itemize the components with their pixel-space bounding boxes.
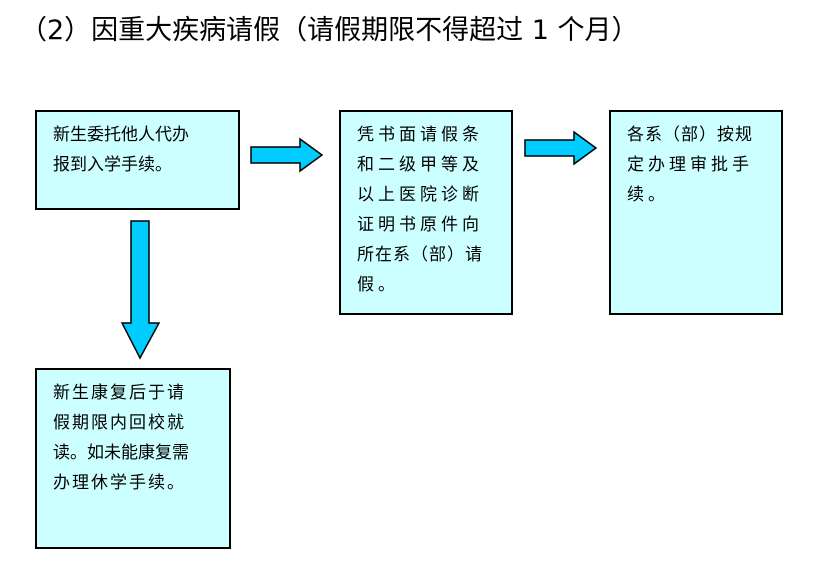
step-box-entrust: 新生委托他人代办 报到入学手续。 xyxy=(35,110,240,210)
box-text-line: 读。如未能康复需 xyxy=(53,443,189,463)
box-text-line: 新生康复后于请 xyxy=(53,383,186,403)
arrow-right-icon xyxy=(524,130,598,166)
page-title: （2）因重大疾病请假（请假期限不得超过 1 个月） xyxy=(20,15,639,46)
box-text-line: 所在系（部）请 xyxy=(357,245,483,265)
box-text-line: 报到入学手续。 xyxy=(53,155,172,175)
box-text-line: 定办理审批手 xyxy=(627,155,753,175)
box-text-line: 新生委托他人代办 xyxy=(53,125,189,145)
arrow-right-icon xyxy=(250,137,324,173)
box-text-line: 假期限内回校就 xyxy=(53,413,186,433)
box-text-line: 证明书原件向 xyxy=(357,215,483,235)
box-text-line: 续。 xyxy=(627,185,669,205)
box-text-line: 以上医院诊断 xyxy=(357,185,483,205)
step-box-leave-request: 凭书面请假条 和二级甲等及 以上医院诊断 证明书原件向 所在系（部）请 假。 xyxy=(339,110,513,315)
box-text-line: 办理休学手续。 xyxy=(53,473,186,493)
arrow-down-icon xyxy=(120,220,161,360)
step-box-return: 新生康复后于请 假期限内回校就 读。如未能康复需 办理休学手续。 xyxy=(35,368,231,549)
box-text-line: 假。 xyxy=(357,275,399,295)
box-text-line: 凭书面请假条 xyxy=(357,125,483,145)
step-box-approval: 各系（部）按规 定办理审批手 续。 xyxy=(609,110,783,315)
box-text-line: 和二级甲等及 xyxy=(357,155,483,175)
box-text-line: 各系（部）按规 xyxy=(627,125,753,145)
